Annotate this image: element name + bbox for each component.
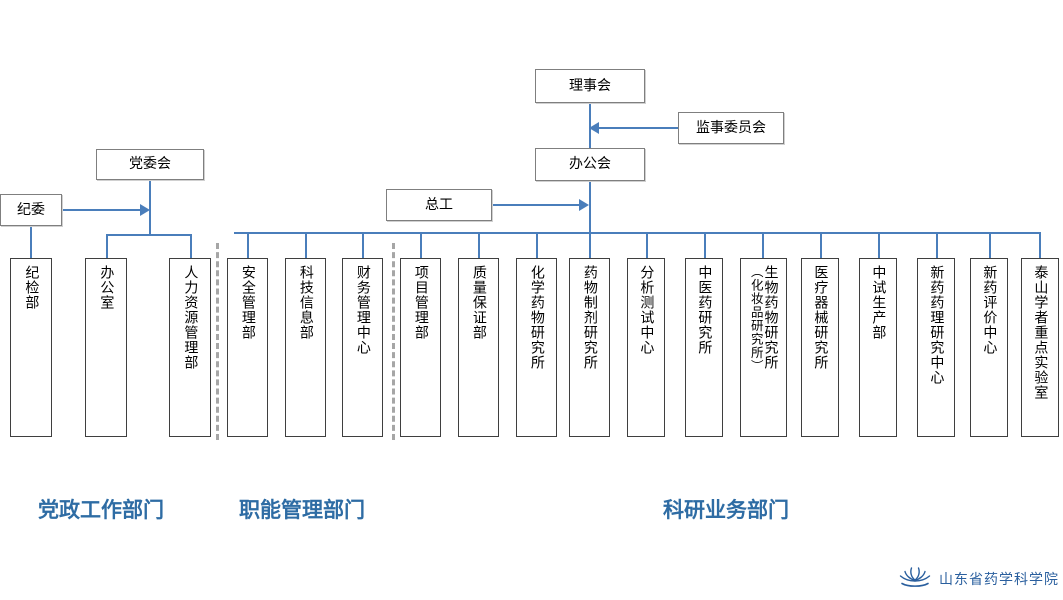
connector-bus-drop-12 bbox=[878, 232, 880, 258]
node-discipline-committee[interactable]: 纪委 bbox=[0, 194, 62, 226]
connector-bus-drop-13 bbox=[936, 232, 938, 258]
divider-party-functional bbox=[216, 243, 219, 440]
dept-label-7: 项目管理部 bbox=[412, 265, 429, 340]
connector-bus-drop-1 bbox=[247, 232, 249, 258]
node-chief-engineer-label: 总工 bbox=[425, 196, 453, 213]
dept-label-5: 科技信息部 bbox=[297, 265, 314, 340]
connector-party-committee-down bbox=[149, 180, 151, 236]
dept-box-5[interactable]: 科技信息部 bbox=[285, 258, 326, 437]
node-party-committee-label: 党委会 bbox=[129, 156, 171, 173]
dept-box-13[interactable]: 生物药物研究所 （化妆品研究所） bbox=[740, 258, 787, 437]
dept-box-11[interactable]: 分析测试中心 bbox=[627, 258, 665, 437]
connector-party-subbus-drop-hr bbox=[190, 234, 192, 258]
dept-label-2: 办公室 bbox=[98, 265, 115, 310]
dept-label-11: 分析测试中心 bbox=[638, 265, 655, 355]
dept-label-1: 纪检部 bbox=[23, 265, 40, 310]
connector-chief-engineer-to-trunk bbox=[492, 204, 581, 206]
dept-box-7[interactable]: 项目管理部 bbox=[400, 258, 441, 437]
dept-box-17[interactable]: 新药评价中心 bbox=[970, 258, 1008, 437]
node-party-committee[interactable]: 党委会 bbox=[96, 149, 204, 180]
dept-box-4[interactable]: 安全管理部 bbox=[227, 258, 268, 437]
node-supervisory-committee-label: 监事委员会 bbox=[696, 119, 766, 136]
dept-label-14: 医疗器械研究所 bbox=[812, 265, 829, 370]
dept-label-13: 生物药物研究所 bbox=[762, 265, 779, 370]
dept-label-12: 中医药研究所 bbox=[696, 265, 713, 355]
dept-label-9: 化学药物研究所 bbox=[528, 265, 545, 370]
node-board[interactable]: 理事会 bbox=[535, 69, 645, 103]
group-caption-functional: 职能管理部门 bbox=[239, 497, 365, 522]
connector-office-to-bus bbox=[589, 181, 591, 233]
node-office-meeting[interactable]: 办公会 bbox=[535, 148, 645, 181]
connector-bus-drop-15 bbox=[1039, 232, 1041, 258]
footer-logo: 山东省药学科学院 bbox=[898, 566, 1059, 592]
node-chief-engineer[interactable]: 总工 bbox=[386, 189, 492, 221]
dept-box-15[interactable]: 中试生产部 bbox=[859, 258, 897, 437]
arrow-chief-engineer-head bbox=[579, 199, 589, 211]
dept-box-14[interactable]: 医疗器械研究所 bbox=[801, 258, 839, 437]
dept-label-17: 新药评价中心 bbox=[981, 265, 998, 355]
group-caption-party: 党政工作部门 bbox=[38, 497, 164, 522]
dept-label-10: 药物制剂研究所 bbox=[581, 265, 598, 370]
node-board-label: 理事会 bbox=[569, 77, 611, 94]
dept-box-10[interactable]: 药物制剂研究所 bbox=[569, 258, 610, 437]
connector-discipline-to-jijianbu bbox=[30, 226, 32, 258]
dept-box-2[interactable]: 办公室 bbox=[85, 258, 127, 437]
connector-bus-drop-2 bbox=[305, 232, 307, 258]
connector-bus-drop-10 bbox=[762, 232, 764, 258]
connector-bus-drop-14 bbox=[989, 232, 991, 258]
connector-bus-drop-3 bbox=[362, 232, 364, 258]
dept-box-1[interactable]: 纪检部 bbox=[10, 258, 52, 437]
dept-box-3[interactable]: 人力资源管理部 bbox=[169, 258, 211, 437]
dept-label-4: 安全管理部 bbox=[239, 265, 256, 340]
node-discipline-committee-label: 纪委 bbox=[17, 201, 45, 218]
dept-label-8: 质量保证部 bbox=[470, 265, 487, 340]
dept-box-18[interactable]: 泰山学者重点实验室 bbox=[1021, 258, 1059, 437]
logo-wordmark: 山东省药学科学院 bbox=[939, 572, 1059, 588]
connector-bus-drop-5 bbox=[478, 232, 480, 258]
dept-box-6[interactable]: 财务管理中心 bbox=[342, 258, 383, 437]
connector-discipline-to-party bbox=[62, 209, 143, 211]
divider-functional-research bbox=[392, 243, 395, 440]
connector-bus-drop-8 bbox=[646, 232, 648, 258]
dept-label-6: 财务管理中心 bbox=[354, 265, 371, 355]
dept-box-12[interactable]: 中医药研究所 bbox=[685, 258, 723, 437]
dept-sublabel-13: （化妆品研究所） bbox=[748, 265, 764, 373]
dept-box-8[interactable]: 质量保证部 bbox=[458, 258, 499, 437]
arrow-discipline-to-party-head bbox=[140, 204, 150, 216]
connector-bus-drop-6 bbox=[536, 232, 538, 258]
lotus-icon bbox=[898, 566, 932, 592]
connector-bus-drop-9 bbox=[704, 232, 706, 258]
dept-label-15: 中试生产部 bbox=[870, 265, 887, 340]
dept-label-3: 人力资源管理部 bbox=[182, 265, 199, 370]
connector-bus-drop-4 bbox=[420, 232, 422, 258]
connector-bus-drop-11 bbox=[820, 232, 822, 258]
connector-party-subbus bbox=[106, 234, 192, 236]
dept-box-16[interactable]: 新药药理研究中心 bbox=[917, 258, 955, 437]
group-caption-research: 科研业务部门 bbox=[663, 497, 789, 522]
dept-label-16: 新药药理研究中心 bbox=[928, 265, 945, 385]
node-office-meeting-label: 办公会 bbox=[569, 156, 611, 173]
dept-label-18: 泰山学者重点实验室 bbox=[1032, 265, 1049, 400]
connector-supervisory-to-trunk bbox=[598, 127, 680, 129]
connector-bus-drop-7 bbox=[589, 232, 591, 258]
dept-box-9[interactable]: 化学药物研究所 bbox=[516, 258, 557, 437]
connector-party-subbus-drop-office bbox=[106, 234, 108, 258]
arrow-supervisory-to-trunk-head bbox=[589, 122, 599, 134]
node-supervisory-committee[interactable]: 监事委员会 bbox=[678, 112, 784, 144]
connector-main-bus bbox=[234, 232, 1040, 234]
